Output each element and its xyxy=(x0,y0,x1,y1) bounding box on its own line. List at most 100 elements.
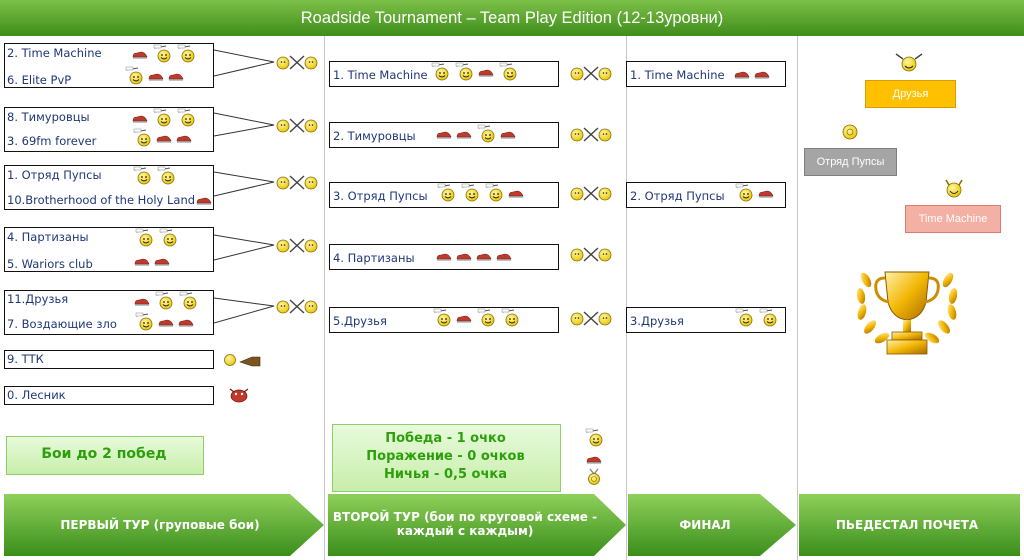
versus-icon xyxy=(568,123,614,145)
crab-icon xyxy=(229,388,249,403)
bracket-connectors xyxy=(214,49,275,324)
round1-single xyxy=(4,386,214,405)
round1-team: 0. Лесник xyxy=(7,388,66,402)
round1-pair xyxy=(4,227,214,272)
win-icon xyxy=(176,108,196,128)
win-icon xyxy=(476,124,496,144)
round1-results xyxy=(132,166,176,186)
loss-icon xyxy=(478,68,494,77)
round1-results xyxy=(132,44,196,64)
loss-icon xyxy=(456,314,472,323)
round1-results xyxy=(134,257,170,266)
win-icon xyxy=(152,44,172,64)
final-results xyxy=(734,70,770,79)
round1-team: 5. Wariors club xyxy=(7,257,93,271)
versus-icon xyxy=(274,234,320,256)
win-icon xyxy=(158,228,178,248)
final-team: 1. Time Machine xyxy=(630,68,725,82)
loss-icon xyxy=(754,70,770,79)
column-divider xyxy=(797,36,798,560)
loss-icon xyxy=(148,72,164,81)
win-icon xyxy=(132,128,152,148)
footer-arrows xyxy=(4,494,1020,556)
loss-icon xyxy=(436,252,452,261)
final-team-row xyxy=(626,307,786,333)
final-team: 2. Отряд Пупсы xyxy=(630,189,725,203)
round1-team: 11.Друзья xyxy=(7,292,69,306)
versus-icon xyxy=(568,307,614,329)
versus-icon xyxy=(274,295,320,317)
round1-pair xyxy=(4,107,214,152)
loss-icon xyxy=(456,130,472,139)
round2-team: 3. Отряд Пупсы xyxy=(333,189,428,203)
round1-team: 10.Brotherhood of the Holy Land xyxy=(7,193,196,207)
stage-label-round2: ВТОРОЙ ТУР (бои по круговой схеме - кажд… xyxy=(332,510,598,538)
round1-team: 4. Партизаны xyxy=(7,230,89,244)
round1-results xyxy=(134,312,194,332)
loss-icon xyxy=(496,252,512,261)
win-icon xyxy=(734,183,754,203)
column-divider xyxy=(324,36,325,560)
loss-icon xyxy=(132,114,148,123)
win-icon xyxy=(156,166,176,186)
round1-team: 7. Воздающие зло xyxy=(7,317,117,331)
versus-icon xyxy=(568,182,614,204)
win-icon xyxy=(734,308,754,328)
round2-results xyxy=(436,124,516,144)
stage-arrow xyxy=(4,494,324,556)
win-icon xyxy=(584,428,604,448)
podium-second: Отряд Пупсы xyxy=(804,148,897,176)
rules-note xyxy=(6,436,204,475)
cheering-smiley-icon xyxy=(945,179,963,198)
final-results xyxy=(734,183,774,203)
win-icon xyxy=(432,308,452,328)
loss-icon xyxy=(456,252,472,261)
win-icon xyxy=(154,291,174,311)
podium-first: Друзья xyxy=(865,80,956,108)
round1-results xyxy=(132,128,192,148)
round1-results xyxy=(132,108,196,128)
win-icon xyxy=(430,62,450,82)
draw-icon xyxy=(586,468,602,486)
loss-icon xyxy=(196,196,212,205)
round1-results xyxy=(134,291,198,311)
stage-label-podium: ПЬЕДЕСТАЛ ПОЧЕТА xyxy=(835,518,979,532)
win-icon xyxy=(454,62,474,82)
win-icon xyxy=(134,228,154,248)
win-icon xyxy=(152,108,172,128)
win-icon xyxy=(134,312,154,332)
column-divider xyxy=(626,36,627,560)
round2-results xyxy=(436,183,524,203)
final-team-row xyxy=(626,61,786,87)
round1-team: 2. Time Machine xyxy=(7,46,102,60)
round1-single xyxy=(4,350,214,369)
loss-icon xyxy=(156,134,172,143)
final-results xyxy=(734,308,778,328)
win-icon xyxy=(178,291,198,311)
loss-icon xyxy=(500,130,516,139)
bye-icon xyxy=(224,354,261,367)
rules-note-text: Бои до 2 побед xyxy=(41,446,167,462)
round1-pair xyxy=(4,290,214,335)
final-team: 3.Друзья xyxy=(630,314,684,328)
scoring-legend xyxy=(332,424,561,492)
win-icon xyxy=(436,183,456,203)
page-title: Roadside Tournament – Team Play Edition … xyxy=(0,0,1024,36)
medal-smiley-icon xyxy=(842,124,858,140)
round2-results xyxy=(432,308,520,328)
round2-results xyxy=(436,252,512,261)
versus-icon xyxy=(274,114,320,136)
round2-team: 4. Партизаны xyxy=(333,251,415,265)
versus-icon xyxy=(568,62,614,84)
legend-loss-text: Поражение - 0 очков xyxy=(366,449,525,464)
gold-trophy-icon xyxy=(856,271,958,355)
legend-win-text: Победа - 1 очко xyxy=(385,431,506,446)
stage-arrow xyxy=(628,494,796,556)
stage-arrow xyxy=(799,494,1020,556)
win-icon xyxy=(500,308,520,328)
win-icon xyxy=(176,44,196,64)
stage-arrow xyxy=(328,494,626,556)
loss-icon xyxy=(134,297,150,306)
round2-results xyxy=(430,62,518,82)
round1-pair xyxy=(4,165,214,210)
